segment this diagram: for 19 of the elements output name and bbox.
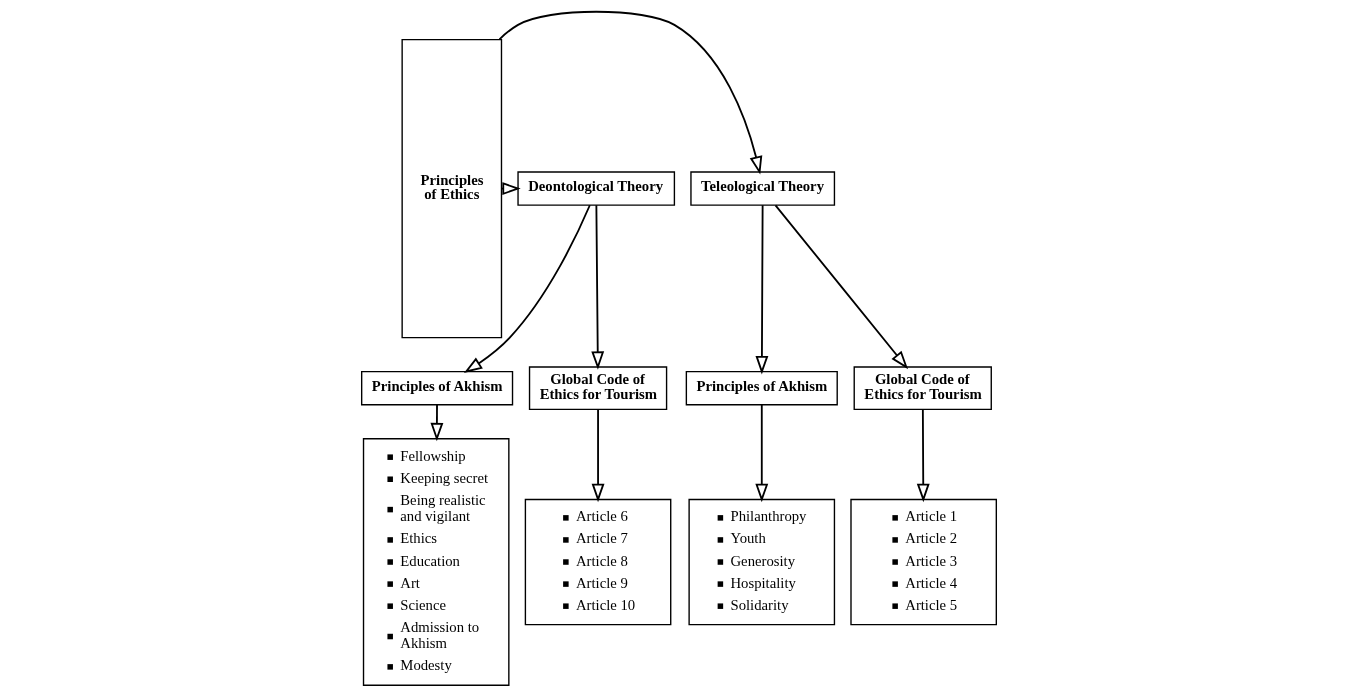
arrow xyxy=(463,204,591,373)
node-box: Teleological Theory xyxy=(689,171,835,206)
node-box: Deontological Theory xyxy=(516,171,675,206)
node-box: Fellowship Keeping secret Being realistic and vigilant Ethics Education Art Science Admission to Akhism Modesty xyxy=(362,438,510,686)
arrow xyxy=(429,404,443,442)
arrow xyxy=(590,204,604,370)
node-box: Global Code of Ethics for Tourism xyxy=(853,366,992,411)
node-box: Article 1 Article 2 Article 3 Article 4 Article 5 xyxy=(849,498,997,626)
arrow xyxy=(916,408,930,503)
arrow xyxy=(774,204,908,370)
arrow xyxy=(754,204,768,375)
arrow xyxy=(498,10,762,175)
arrow xyxy=(591,408,604,503)
node-box: Philanthropy Youth Generosity Hospitality Solidarity xyxy=(687,498,835,626)
node-box: Article 6 Article 7 Article 8 Article 9 Article 10 xyxy=(524,498,671,626)
node-box: Global Code of Ethics for Tourism xyxy=(528,366,667,411)
arrow xyxy=(754,404,768,503)
node-box: Principles of Akhism xyxy=(685,370,838,406)
node-box: Principles of Akhism xyxy=(360,370,513,406)
